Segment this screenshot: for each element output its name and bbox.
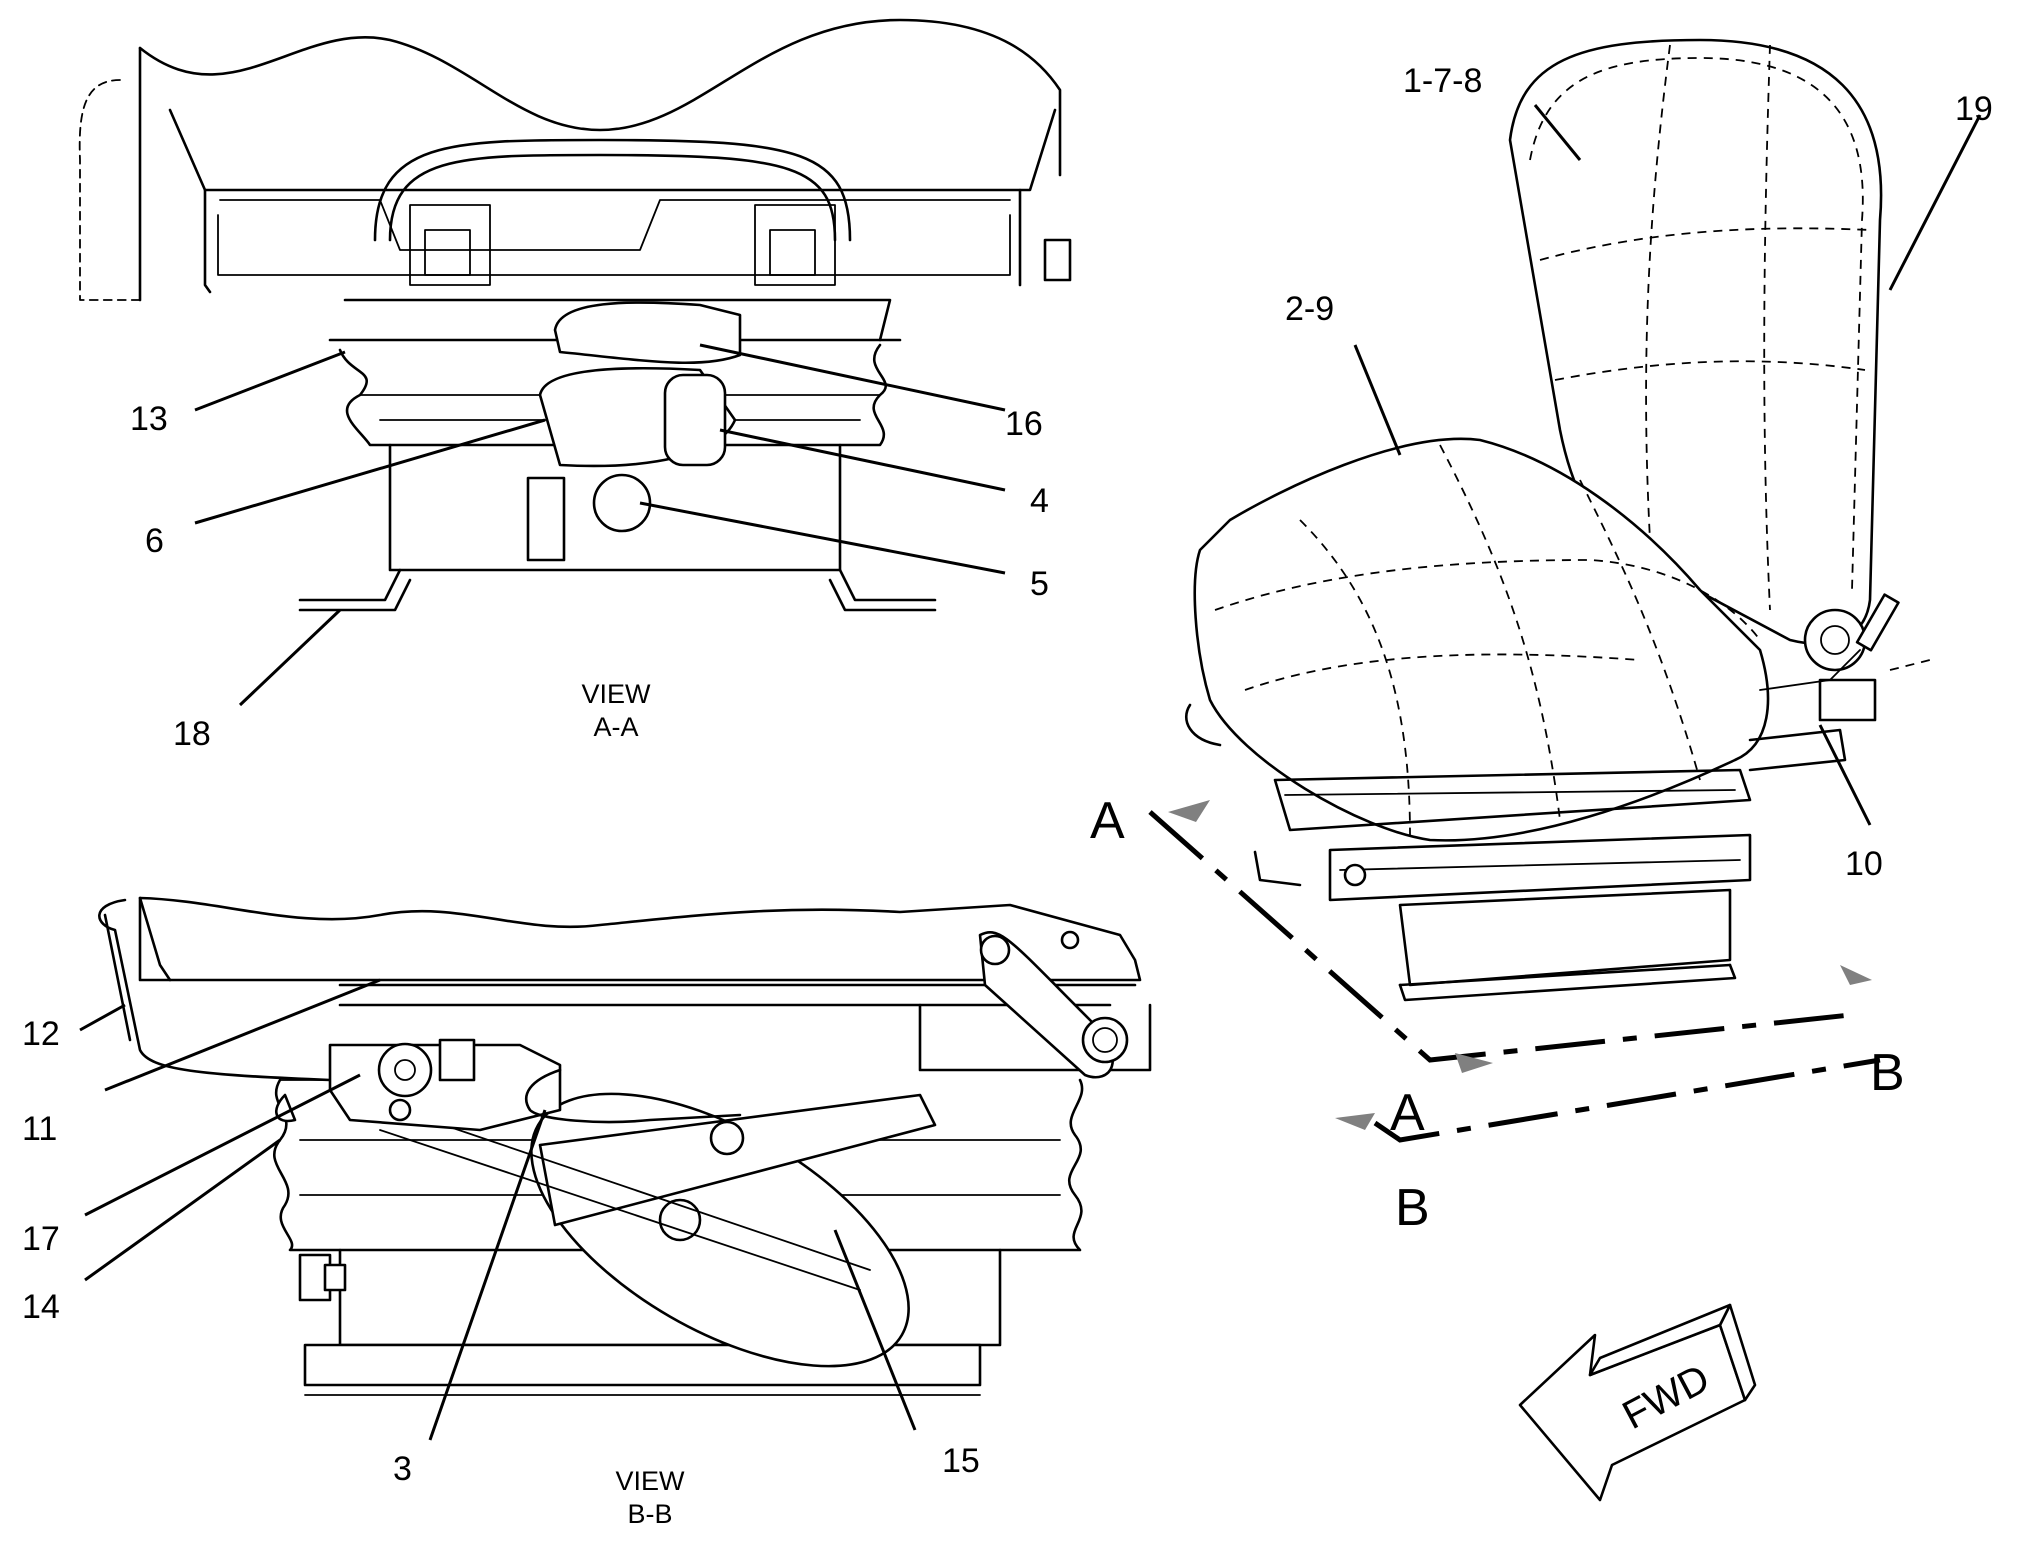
callout-5: 5	[1030, 565, 1049, 603]
callout-12: 12	[22, 1015, 60, 1053]
section-line-a	[1148, 800, 1872, 1073]
callout-18: 18	[173, 715, 211, 753]
view-b-b-word: VIEW	[615, 1466, 685, 1496]
callout-13: 13	[130, 400, 168, 438]
callout-3: 3	[393, 1450, 412, 1488]
callout-17: 17	[22, 1220, 60, 1258]
callout-10: 10	[1845, 845, 1883, 883]
callout-2-9: 2-9	[1285, 290, 1334, 328]
section-label-b-bottom: B	[1395, 1179, 1430, 1237]
view-b-b-leaders	[79, 978, 917, 1441]
fwd-arrow-icon: FWD	[1518, 1303, 1757, 1502]
section-a-arrowhead	[1455, 1053, 1493, 1073]
callout-6: 6	[145, 522, 164, 560]
callout-15: 15	[942, 1442, 980, 1480]
view-b-b-drawing	[98, 896, 1152, 1396]
section-label-b-right: B	[1870, 1044, 1905, 1102]
view-b-b-id: B-B	[627, 1499, 672, 1529]
callout-1-7-8: 1-7-8	[1403, 62, 1482, 100]
callout-14: 14	[22, 1288, 60, 1326]
seat-leaders	[1353, 104, 1982, 826]
section-label-a-bottom: A	[1390, 1084, 1425, 1142]
section-label-a-top: A	[1090, 792, 1125, 850]
callout-11: 11	[22, 1110, 57, 1148]
view-a-a-word: VIEW	[581, 679, 651, 709]
callout-19: 19	[1955, 90, 1993, 128]
view-a-a-drawing	[78, 18, 1072, 612]
callout-4: 4	[1030, 482, 1049, 520]
section-line-b	[1335, 1057, 1881, 1143]
view-a-a-id: A-A	[593, 712, 638, 742]
view-a-a-leaders	[194, 343, 1006, 707]
callout-16: 16	[1005, 405, 1043, 443]
seat-assembly-drawing	[1184, 38, 1931, 1002]
